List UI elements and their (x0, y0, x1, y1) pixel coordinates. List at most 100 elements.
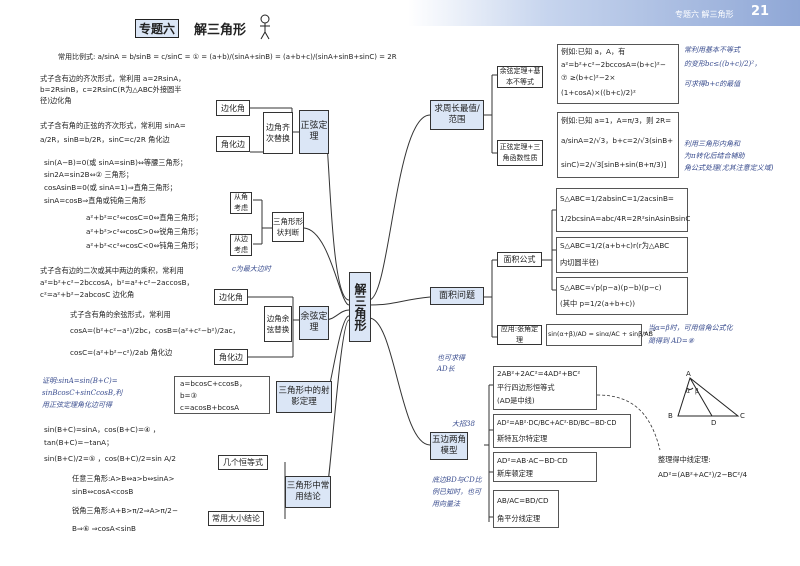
p2-line-1: AD²=AB²·DC/BC+AC²·BD/BC−BD·CD (497, 419, 617, 427)
edge-to-angle-line-2: b=2RsinB，c=2RsinC(R为△ABC外接圆半 (40, 85, 182, 94)
edge-to-angle-line-3: 径)边化角 (40, 96, 72, 105)
tri-label-a: A (686, 370, 691, 378)
zhang-formula: sin(α+β)/AD = sinα/AC + sinβ/AB (548, 331, 653, 338)
tri-label-beta: β (695, 388, 699, 395)
proof-note-1: 证明:sinA=sin(B+C)= (42, 377, 118, 385)
node-from-angle: 从角考虑 (230, 192, 252, 214)
ex1-note-1: 常利用基本不等式 (684, 46, 740, 54)
ex2-note-2: 为π转化后结合辅助 (684, 152, 745, 160)
node-area-formula: 面积公式 (497, 252, 542, 267)
tri-label-alpha: α (686, 388, 690, 395)
area-2-box (556, 237, 688, 273)
node-shape-judge: 三角形形状判断 (272, 212, 304, 242)
shape-line-1: sin(A−B)=0(或 sinA=sinB)⇔等腰三角形； (44, 158, 188, 167)
bd-note-2: 例已知时，也可 (432, 488, 481, 496)
title-badge: 专题六 (135, 19, 180, 38)
p4-box (493, 490, 559, 528)
bd-note-3: 用向量法 (432, 500, 460, 508)
ad-note-1: 也可求得 (437, 354, 465, 362)
median-note-2: AD²=(AB²+AC²)/2−BC²/4 (658, 470, 748, 479)
projection-line-3: c=acosB+bcosA (180, 403, 239, 412)
zhang-note-2: 简得到 AD=⑧ (648, 337, 695, 345)
cos-second-line-1: 式子含有边的二次或其中两边的乘积，常利用 (40, 266, 184, 275)
tri-label-d: D (711, 419, 717, 427)
area3-line-2: (其中 p=1/2(a+b+c)) (560, 299, 635, 308)
edge-cmp-line-3: a²+b²<c²⇔cosC<0⇔钝角三角形； (86, 241, 203, 250)
edge-to-angle-line-1: 式子含有边的齐次形式，常利用 a=2RsinA， (40, 74, 186, 83)
node-from-edge: 从边考虑 (230, 234, 252, 256)
obtuse-line-1: 任意三角形:A>B⇔a>b⇔sinA> (72, 474, 175, 483)
node-projection: 三角形中的射影定理 (276, 381, 332, 413)
max-edge-note: c为最大边时 (232, 265, 271, 273)
p3-line-1: AD²=AB·AC−BD·CD (497, 456, 568, 465)
node-area: 面积问题 (430, 287, 484, 305)
node-angle-to-edge: 角化边 (216, 136, 250, 152)
ex1-note-3: 可求得b+c的最值 (684, 80, 741, 88)
cos-second-line-2: a²=b²+c²−2bccosA，b²=a²+c²−2accosB， (40, 278, 194, 287)
ex2-line-3: sinC)=2/√3[sinB+sin(B+π/3)] (561, 160, 667, 169)
p2-box (493, 414, 631, 448)
triangle-figure (677, 377, 740, 417)
sine-ratio-line: 常用比例式: a/sinA = b/sinB = c/sinC = ① = (a… (58, 53, 397, 61)
zhang-box (546, 324, 642, 346)
node-cos-theorem: 余弦定理 (299, 306, 329, 340)
node-perimeter: 求周长最值/范围 (430, 100, 484, 130)
node-cos-edge-to-angle: 边化角 (214, 289, 248, 305)
area2-line-2: 内切圆半径) (560, 258, 599, 267)
node-cos-homogeneous: 边角余弦替换 (264, 306, 292, 342)
header-band (408, 0, 800, 26)
node-inequality: 常用大小结论 (208, 511, 264, 526)
ex2-note-1: 利用三角形内角和 (684, 140, 740, 148)
p2-line-2: 斯特瓦尔特定理 (497, 434, 548, 443)
p1-line-1: 2AB²+2AC²=4AD²+BC² (497, 369, 581, 378)
ex2-line-2: a/sinA=2/√3，b+c=2/√3(sinB+ (561, 136, 674, 145)
node-pentagon: 五边两角模型 (430, 432, 468, 460)
p1-box (493, 366, 597, 410)
projection-line-2: b=③ (180, 391, 198, 400)
edge-cmp-line-1: a²+b²=c²⇔cosC=0⇔直角三角形； (86, 213, 203, 222)
edge-cmp-line-2: a²+b²>c²⇔cosC>0⇔锐角三角形； (86, 227, 203, 236)
area-1-box (556, 188, 688, 232)
p3-line-2: 斯库顿定理 (497, 469, 533, 478)
shape-line-3: cosAsinB=0(或 sinA=1)⇒直角三角形； (44, 183, 177, 192)
projection-line-1: a=bcosC+ccosB， (180, 379, 247, 388)
ex2-line-1: 例如:已知 a=1，A=π/3，则 2R= (561, 116, 672, 125)
page-number: 21 (751, 4, 770, 19)
node-edge-to-angle: 边化角 (216, 100, 250, 116)
tri-label-c: C (740, 412, 745, 420)
shape-line-2: sin2A=sin2B⇔② 三角形； (44, 170, 134, 179)
ex1-line-3: ⑦ ≥(b+c)²−2× (561, 73, 616, 82)
zhang-note-1: 当α=β时，可用倍角公式化 (648, 324, 733, 332)
header-right-label: 专题六 解三角形 (675, 10, 734, 19)
p4-line-1: AB/AC=BD/CD (497, 496, 549, 505)
ex1-line-1: 例如:已知 a，A，有 (561, 47, 626, 56)
node-sine-func: 正弦定理+三角函数性质 (497, 140, 543, 166)
example-1-box (557, 44, 679, 104)
acute-line-1: 锐角三角形:A+B>π/2⇒A>π/2− (72, 506, 178, 515)
node-cos-ineq: 余弦定理+基本不等式 (497, 66, 543, 88)
cos-angle-line-1: 式子含有角的余弦形式，常利用 (70, 310, 171, 319)
projection-box (174, 376, 270, 414)
proof-note-2: sinBcosC+sinCcosB,利 (42, 389, 123, 397)
acute-line-2: B⇒⑥ ⇒cosA<sinB (72, 524, 136, 533)
shape-line-4: sinA=cosB⇒直角或钝角三角形 (44, 196, 146, 205)
common-line-2: tan(B+C)=−tanA； (44, 438, 114, 447)
node-common: 三角形中常用结论 (285, 476, 331, 508)
cos-second-line-3: c²=a²+b²−2abcosC 边化角 (40, 290, 135, 299)
cartoon-figure (258, 14, 272, 40)
node-sine-theorem: 正弦定理 (299, 110, 329, 154)
node-cos-angle-to-edge: 角化边 (214, 349, 248, 365)
area3-line-1: S△ABC=√p(p−a)(p−b)(p−c) (560, 283, 662, 292)
angle-to-edge-line-2: a/2R，sinB=b/2R，sinC=c/2R 角化边 (40, 135, 170, 144)
area1-line-1: S△ABC=1/2absinC=1/2acsinB= (560, 194, 674, 203)
center-node: 解三角形 (349, 272, 371, 342)
ad-note-2: AD长 (437, 365, 455, 373)
common-line-3: sin(B+C)/2=⑤ ，cos(B+C)/2=sin A/2 (44, 454, 176, 463)
angle-to-edge-line-1: 式子含有角的正弦的齐次形式，常利用 sinA= (40, 121, 186, 130)
node-homogeneous: 边角齐次替换 (263, 112, 293, 154)
big-note: 大招38 (452, 420, 475, 428)
obtuse-line-2: sinB⇔cosA<cosB (72, 487, 134, 496)
common-line-1: sin(B+C)=sinA，cos(B+C)=④ ， (44, 425, 160, 434)
p1-line-3: (AD是中线) (497, 396, 535, 405)
area2-line-1: S△ABC=1/2(a+b+c)r(r为△ABC (560, 241, 670, 250)
